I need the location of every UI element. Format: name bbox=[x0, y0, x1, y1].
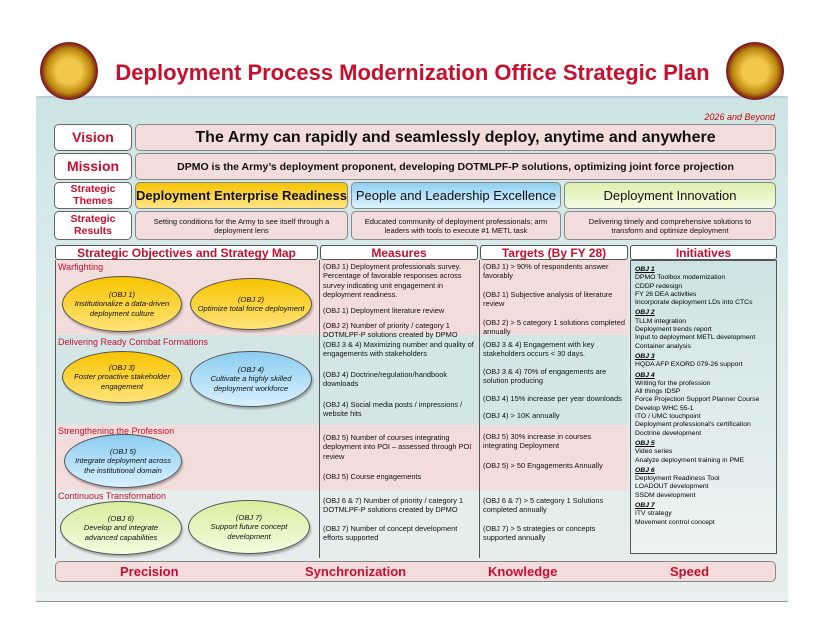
initiative-item: Deployment trends report bbox=[635, 326, 712, 334]
crest-logo-left bbox=[40, 42, 98, 100]
initiative-item: Analyze deployment training in PME bbox=[635, 456, 745, 464]
value-knowledge: Knowledge bbox=[488, 564, 558, 579]
initiative-group-heading: OBJ 6 bbox=[635, 466, 655, 474]
initiative-item: Deployment Readiness Tool bbox=[635, 475, 720, 483]
targets-delivering: (OBJ 3 & 4) Engagement with key stakehol… bbox=[483, 340, 622, 421]
column-header-targets: Targets (By FY 28) bbox=[480, 245, 628, 260]
themes-label: Strategic Themes bbox=[54, 182, 132, 209]
targets-continuous: (OBJ 6 & 7) > 5 category 1 Solutions com… bbox=[483, 496, 604, 543]
vision-text: The Army can rapidly and seamlessly depl… bbox=[135, 124, 776, 151]
initiative-item: Force Projection Support Planner Course bbox=[635, 396, 760, 404]
result-3: Delivering timely and comprehensive solu… bbox=[564, 211, 776, 240]
initiative-item: FY 26 DEA activities bbox=[635, 290, 697, 298]
theme-people: People and Leadership Excellence bbox=[351, 182, 561, 209]
initiative-item: TLLM integration bbox=[635, 317, 687, 325]
initiative-group-heading: OBJ 3 bbox=[635, 352, 655, 360]
result-1: Setting conditions for the Army to see i… bbox=[135, 211, 348, 240]
mission-text: DPMO is the Army’s deployment proponent,… bbox=[135, 153, 776, 180]
initiative-group-heading: OBJ 2 bbox=[635, 309, 655, 317]
objective-1: (OBJ 1)Institutionalize a data-driven de… bbox=[62, 276, 182, 332]
initiative-item: Input to deployment METL development bbox=[635, 334, 756, 342]
divider bbox=[55, 260, 56, 558]
value-speed: Speed bbox=[670, 564, 710, 579]
divider bbox=[479, 260, 480, 558]
page-title: Deployment Process Modernization Office … bbox=[115, 60, 710, 85]
initiative-item: CDDP redesign bbox=[635, 282, 683, 290]
theme-innovation: Deployment Innovation bbox=[564, 182, 776, 209]
initiative-group-heading: OBJ 7 bbox=[635, 502, 655, 510]
measures-warfighting: (OBJ 1) Deployment professionals survey.… bbox=[323, 262, 462, 340]
initiative-group-heading: OBJ 1 bbox=[635, 266, 655, 273]
initiative-item: ITO / UMC touchpoint bbox=[635, 413, 701, 421]
header bbox=[36, 36, 788, 98]
result-2: Educated community of deployment profess… bbox=[351, 211, 561, 240]
column-header-measures: Measures bbox=[320, 245, 478, 260]
measures-delivering: (OBJ 3 & 4) Maximizing number and qualit… bbox=[323, 340, 474, 419]
targets-strengthening: (OBJ 5) 30% increase in courses integrat… bbox=[483, 432, 603, 470]
measures-strengthening: (OBJ 5) Number of courses integrating de… bbox=[323, 433, 472, 482]
initiative-item: Video series bbox=[635, 448, 673, 456]
initiative-item: All things IDSP bbox=[635, 388, 681, 396]
theme-readiness: Deployment Enterprise Readiness bbox=[135, 182, 348, 209]
objective-5: (OBJ 5)Integrate deployment across the i… bbox=[64, 434, 182, 488]
value-precision: Precision bbox=[120, 564, 179, 579]
mission-label: Mission bbox=[54, 153, 132, 180]
band-label: Continuous Transformation bbox=[58, 491, 167, 501]
objective-7: (OBJ 7)Support future concept developmen… bbox=[188, 500, 310, 554]
initiative-item: ITV strategy bbox=[635, 510, 672, 518]
initiative-item: Incorporate deployment LDs into CTCs bbox=[635, 299, 753, 307]
initiative-item: Deployment professional's certification bbox=[635, 421, 751, 429]
initiative-item: Container analysis bbox=[635, 342, 691, 350]
initiative-group-heading: OBJ 4 bbox=[635, 371, 655, 379]
band-label: Strengthening the Profession bbox=[58, 426, 175, 436]
initiative-group-heading: OBJ 5 bbox=[635, 439, 655, 447]
initiative-item: Writing for the profession bbox=[635, 379, 711, 387]
column-header-objectives: Strategic Objectives and Strategy Map bbox=[55, 245, 318, 260]
objective-2: (OBJ 2)Optimize total force deployment bbox=[190, 278, 312, 330]
divider bbox=[319, 260, 320, 558]
initiative-item: SSDM development bbox=[635, 491, 696, 499]
objective-6: (OBJ 6)Develop and integrate advanced ca… bbox=[60, 501, 182, 555]
column-header-initiatives: Initiatives bbox=[630, 245, 777, 260]
initiative-item: HQDA AFP EXORD 079-26 support bbox=[635, 361, 743, 369]
results-label: Strategic Results bbox=[54, 211, 132, 240]
objective-3: (OBJ 3)Foster proactive stakeholder enga… bbox=[62, 351, 182, 403]
initiative-item: Doctrine development bbox=[635, 429, 702, 437]
value-synchronization: Synchronization bbox=[305, 564, 407, 579]
year-label: 2026 and Beyond bbox=[704, 112, 775, 122]
vision-label: Vision bbox=[54, 124, 132, 151]
targets-warfighting: (OBJ 1) > 90% of respondents answer favo… bbox=[483, 262, 625, 337]
measures-continuous: (OBJ 6 & 7) Number of priority / categor… bbox=[323, 496, 464, 543]
initiative-item: LOADOUT development bbox=[635, 483, 709, 491]
band-label: Delivering Ready Combat Formations bbox=[58, 337, 209, 347]
band-label: Warfighting bbox=[58, 262, 104, 272]
initiative-item: DPMO Toolbox modernization bbox=[635, 274, 726, 282]
objective-4: (OBJ 4)Cultivate a highly skilled deploy… bbox=[190, 351, 312, 407]
values-bar bbox=[55, 561, 776, 582]
initiative-item: Movement control concept bbox=[635, 518, 715, 526]
crest-logo-right bbox=[726, 42, 784, 100]
initiative-item: Develop WHC 55-1 bbox=[635, 404, 694, 412]
